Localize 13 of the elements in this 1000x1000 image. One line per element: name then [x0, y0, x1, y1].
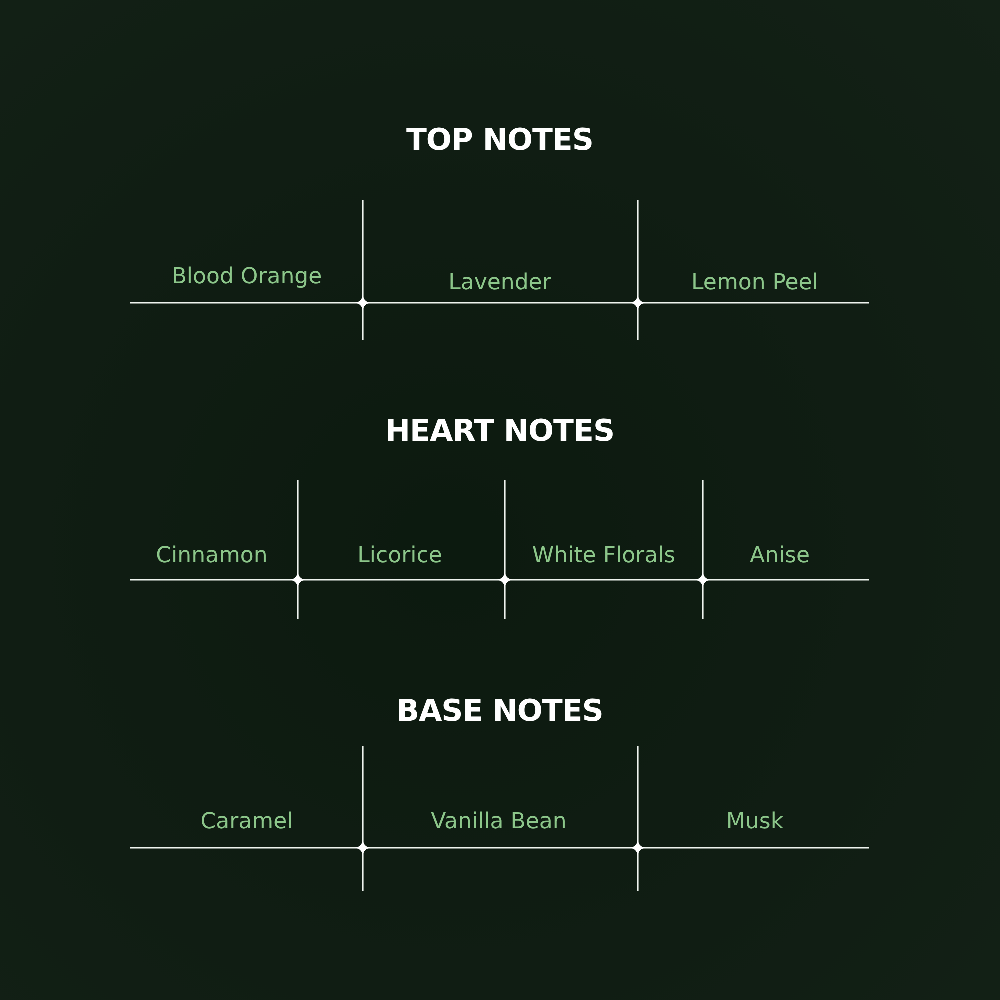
section-heading: HEART NOTES: [385, 414, 615, 450]
note-name: Musk: [726, 809, 784, 835]
note-name: White Florals: [532, 543, 676, 569]
section-heading: BASE NOTES: [396, 694, 604, 730]
note-name: Caramel: [200, 809, 294, 835]
note-name: Licorice: [358, 543, 442, 569]
note-name: Blood Orange: [172, 264, 322, 290]
note-name: Lavender: [448, 270, 552, 296]
note-name: Cinnamon: [156, 543, 268, 569]
note-name: Lemon Peel: [692, 270, 818, 296]
note-name: Vanilla Bean: [431, 809, 567, 835]
note-name: Anise: [750, 543, 810, 569]
section-heading: TOP NOTES: [406, 124, 594, 158]
